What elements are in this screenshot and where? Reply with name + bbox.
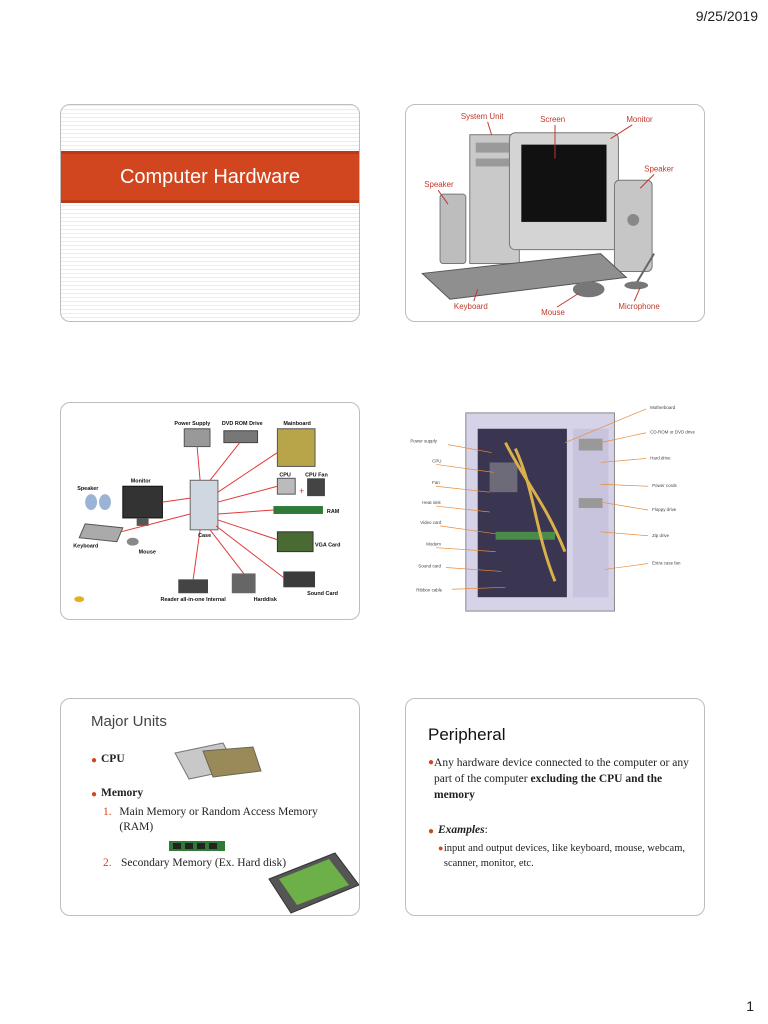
- slide-computer-parts-photo: System Unit Screen Monitor Speaker Speak…: [405, 104, 705, 322]
- bullet-dot-icon: ●: [91, 789, 98, 800]
- label-speaker-left: Speaker: [424, 180, 454, 189]
- desktop-computer-illustration: System Unit Screen Monitor Speaker Speak…: [421, 112, 674, 317]
- label-sound-card: Sound Card: [307, 591, 338, 597]
- label-zip-drive: Zip drive: [652, 533, 670, 538]
- hard-disk-image: [268, 852, 359, 914]
- bullet-examples: ● Examples:: [428, 824, 488, 837]
- slide-open-case-photo: Power supply Motherboard CD-ROM or DVD d…: [405, 402, 705, 620]
- label-floppy: Floppy drive: [652, 507, 677, 512]
- label-monitor: Monitor: [626, 115, 653, 124]
- slide-title: Peripheral: [428, 725, 506, 744]
- list-item-secondary-memory: 2. Secondary Memory (Ex. Hard disk): [103, 857, 287, 869]
- label-keyboard: Keyboard: [454, 302, 488, 311]
- open-case-illustration: Power supply Motherboard CD-ROM or DVD d…: [410, 405, 696, 612]
- bullet-dot-icon: ●: [428, 826, 435, 837]
- label-mouse: Mouse: [541, 308, 565, 317]
- slide-title-computer-hardware: Computer Hardware: [60, 104, 360, 322]
- bullet-dot-icon: ●: [91, 755, 98, 766]
- label-keyboard: Keyboard: [73, 544, 98, 550]
- label-cdrom: CD-ROM or DVD drive: [650, 430, 695, 435]
- label-mainboard: Mainboard: [283, 421, 311, 427]
- label-cpu-fan: CPU Fan: [305, 472, 328, 478]
- svg-text:+: +: [299, 486, 304, 496]
- label-fan: Fan: [432, 480, 440, 485]
- slide-title: Major Units: [91, 713, 167, 730]
- bullet-dot-icon: ●: [428, 757, 435, 768]
- label-ribbon-cable: Ribbon cable: [416, 587, 442, 592]
- label-cpu: CPU: [432, 458, 441, 463]
- label-case: Case: [198, 533, 211, 539]
- bullet-peripheral-definition: ● Any hardware device connected to the c…: [428, 757, 689, 801]
- slide-peripheral: Peripheral ● Any hardware device connect…: [405, 698, 705, 916]
- label-sound-card: Sound card: [418, 563, 441, 568]
- label-speaker: Speaker: [77, 486, 99, 492]
- label-speaker-right: Speaker: [644, 164, 674, 173]
- label-power-supply: Power Supply: [174, 421, 210, 427]
- bullet-cpu: ● CPU: [91, 753, 125, 766]
- label-power-cords: Power cords: [652, 483, 677, 488]
- label-mouse: Mouse: [139, 550, 156, 556]
- slide-title: Computer Hardware: [119, 165, 301, 188]
- label-system-unit: System Unit: [461, 112, 504, 121]
- list-item-main-memory: 1. Main Memory or Random Access Memory (…: [103, 806, 318, 833]
- label-vga: VGA Card: [315, 543, 340, 549]
- cpu-chip-image: [174, 742, 262, 780]
- print-date: 9/25/2019: [695, 8, 758, 24]
- sub-bullet-examples: ● input and output devices, like keyboar…: [438, 843, 686, 869]
- label-cpu: CPU: [279, 472, 291, 478]
- label-extra-fan: Extra case fan: [652, 561, 681, 566]
- label-screen: Screen: [540, 115, 565, 124]
- label-harddisk: Harddisk: [254, 597, 278, 603]
- label-video-card: Video card: [420, 520, 442, 525]
- components-diagram: + Power Supply DVD ROM Dri: [73, 421, 340, 603]
- label-heat-sink: Heat sink: [422, 500, 441, 505]
- bullet-memory: ● Memory: [91, 787, 144, 800]
- label-power-supply: Power supply: [410, 439, 437, 444]
- label-microphone: Microphone: [618, 302, 660, 311]
- page-number: 1: [746, 998, 754, 1014]
- label-dvd-rom: DVD ROM Drive: [222, 421, 263, 427]
- slide-major-units: Major Units ● CPU ● Memory 1. Main Memor…: [60, 698, 360, 916]
- label-ram: RAM: [327, 509, 340, 515]
- ram-stick-image: [169, 841, 225, 851]
- label-motherboard: Motherboard: [650, 405, 676, 410]
- label-monitor: Monitor: [131, 478, 152, 484]
- label-modem: Modem: [426, 542, 441, 547]
- title-band: Computer Hardware: [61, 151, 359, 203]
- label-reader: Reader all-in-one Internal: [160, 597, 226, 603]
- label-hard-drive: Hard drive: [650, 455, 671, 460]
- slide-components-diagram: + Power Supply DVD ROM Dri: [60, 402, 360, 620]
- sub-bullet-dot-icon: ●: [438, 843, 444, 853]
